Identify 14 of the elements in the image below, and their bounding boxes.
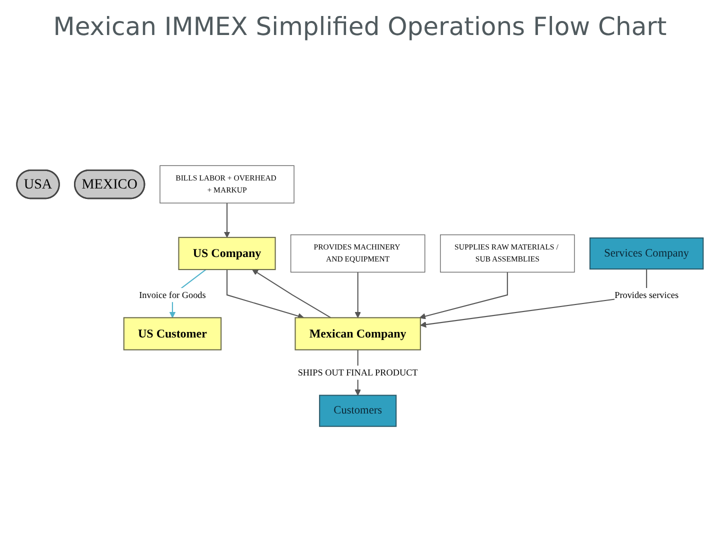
node-box: Services Company: [589, 237, 704, 270]
arrow: [252, 269, 332, 318]
node-box: Mexican Company: [294, 317, 421, 350]
diagram-title: Mexican IMMEX Simplified Operations Flow Chart: [52, 12, 668, 42]
edge-label: Invoice for Goods: [139, 289, 206, 300]
node-box: US Customer: [123, 317, 222, 350]
edge-label: SHIPS OUT FINAL PRODUCT: [298, 367, 418, 378]
node-box: US Company: [178, 236, 276, 270]
arrow: [419, 272, 508, 320]
arrow: [224, 203, 230, 238]
arrow: [226, 270, 304, 320]
edge-label: Provides services: [614, 289, 679, 300]
arrow: [354, 272, 361, 318]
node-box: Customers: [319, 394, 397, 427]
